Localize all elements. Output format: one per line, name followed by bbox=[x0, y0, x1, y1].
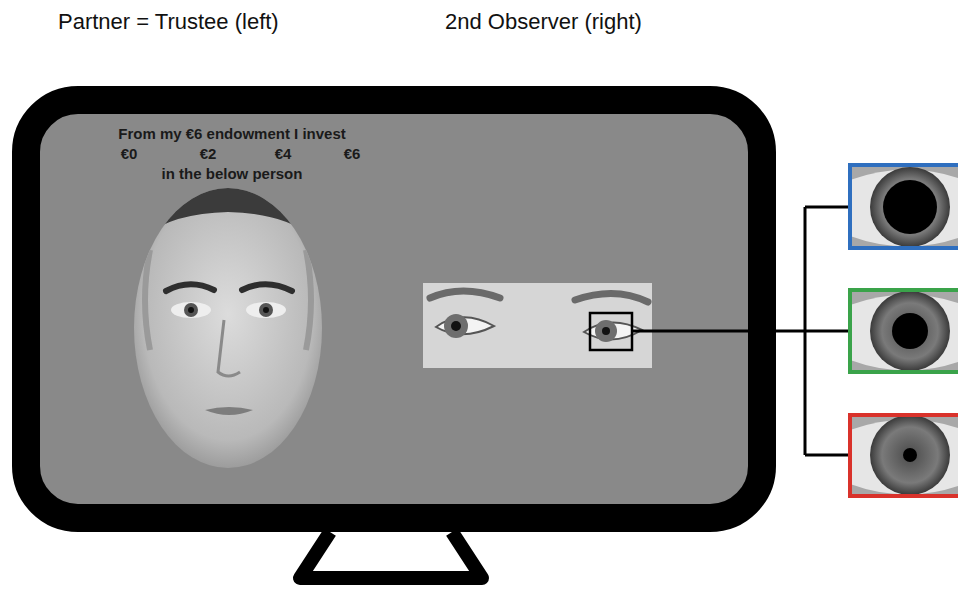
small-pupil-eye bbox=[850, 415, 958, 496]
zoom-bracket bbox=[632, 207, 848, 455]
monitor-stand bbox=[300, 532, 482, 578]
panel-heading: Partner = Trustee (left) bbox=[58, 9, 279, 35]
large-pupil-eye bbox=[850, 165, 958, 248]
monitor-screen bbox=[26, 100, 762, 518]
investment-option: €6 bbox=[344, 144, 361, 163]
investment-option: €2 bbox=[200, 144, 217, 163]
instruction-text: in the below person bbox=[162, 164, 303, 183]
investment-option: €0 bbox=[121, 144, 138, 163]
screen-content: From my €6 endowment I invest€0 €2 €4 €6 in … bbox=[45, 115, 745, 497]
panel-heading: 2nd Observer (right) bbox=[445, 9, 642, 35]
instruction-text: From my €6 endowment I invest bbox=[118, 124, 346, 143]
investment-option: €4 bbox=[275, 144, 292, 163]
observer-eyes bbox=[423, 283, 652, 368]
zoom-square bbox=[590, 313, 632, 350]
trustee-face bbox=[134, 188, 322, 468]
medium-pupil-eye bbox=[850, 290, 958, 372]
